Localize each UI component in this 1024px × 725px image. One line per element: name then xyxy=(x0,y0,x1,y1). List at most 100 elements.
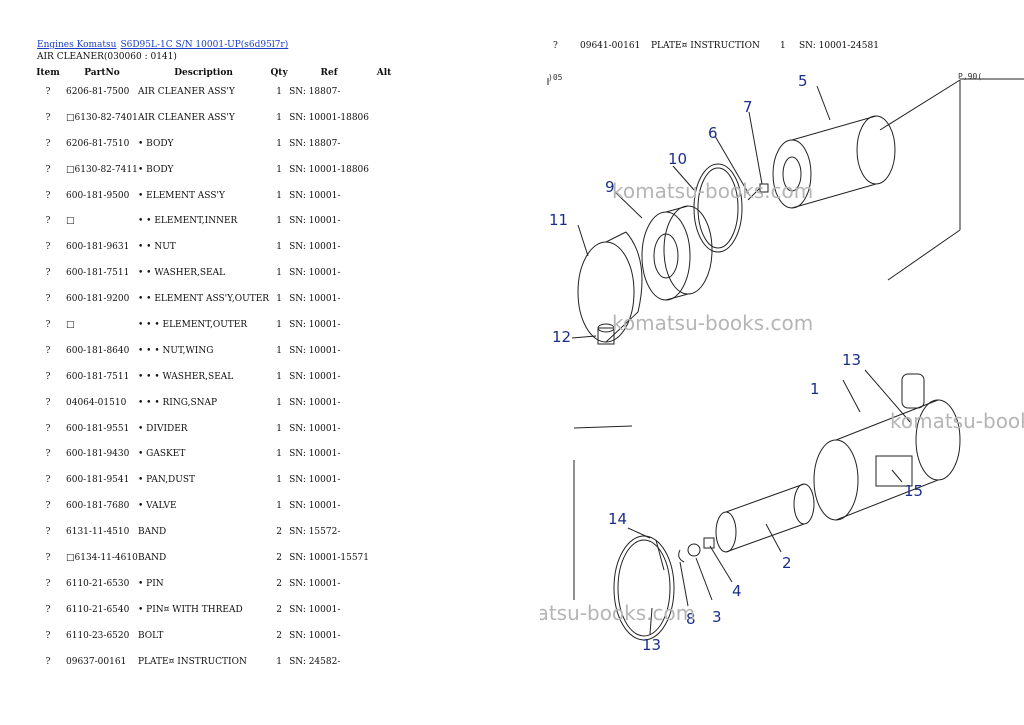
cell-ref: SN: 10001- xyxy=(289,475,341,486)
cell-ref: SN: 10001- xyxy=(289,578,341,589)
drawing-code-left: )05 xyxy=(548,73,563,82)
cell-partno: □ xyxy=(66,216,75,227)
watermark: komatsu-books.com xyxy=(612,179,813,203)
cell-alt xyxy=(369,597,399,623)
cell-alt xyxy=(369,79,399,105)
cell-alt xyxy=(369,649,399,675)
cell-partno: 600-181-9541 xyxy=(66,475,130,486)
cell-qty: 1 xyxy=(276,397,282,408)
cell-partno: 600-181-9200 xyxy=(66,294,130,305)
cell-qty: 1 xyxy=(276,501,282,512)
cell-qty: 2 xyxy=(276,578,282,589)
cell-ref: SN: 10001- xyxy=(289,604,341,615)
cell-item: ? xyxy=(45,268,51,279)
callout-number: 15 xyxy=(904,482,923,500)
breadcrumb-link-model[interactable]: S6D95L-1C S/N 10001-UP(s6d95l7r) xyxy=(120,40,289,50)
breadcrumb-link-engines[interactable]: Engines Komatsu xyxy=(37,40,117,50)
cell-ref: SN: 18807- xyxy=(289,138,341,149)
callout-number: 4 xyxy=(732,582,742,600)
cell-desc: • PIN¤ WITH THREAD xyxy=(138,604,243,615)
callout-number: 9 xyxy=(605,178,615,196)
cell-item: ? xyxy=(45,527,51,538)
cell-ref: SN: 10001- xyxy=(289,630,341,641)
cell-ref: SN: 10001- xyxy=(289,397,341,408)
callout-number: 13 xyxy=(642,636,661,654)
cell-alt xyxy=(369,234,399,260)
cell-desc: • GASKET xyxy=(138,449,186,460)
cell-item: ? xyxy=(45,475,51,486)
table-header-row: Item PartNo Description Qty Ref Alt xyxy=(30,66,399,79)
cell-partno: 600-181-9430 xyxy=(66,449,130,460)
cell-item: ? xyxy=(45,578,51,589)
cell-desc: • VALVE xyxy=(138,501,177,512)
callout-number: 12 xyxy=(552,328,571,346)
cell-ref: SN: 24582- xyxy=(289,656,341,667)
header-item: Item xyxy=(36,67,60,78)
cell-item: ? xyxy=(45,501,51,512)
cell-item: ? xyxy=(45,345,51,356)
callout-number: 3 xyxy=(712,608,722,626)
cell-item: ? xyxy=(45,604,51,615)
cell-partno: 6110-21-6540 xyxy=(66,604,130,615)
cell-alt xyxy=(369,312,399,338)
cell-desc: • BODY xyxy=(138,138,174,149)
parts-table: Item PartNo Description Qty Ref Alt ?620… xyxy=(30,66,399,674)
cell-partno: 09637-00161 xyxy=(66,656,127,667)
cell-item: ? xyxy=(45,319,51,330)
cell-ref: SN: 18807- xyxy=(289,86,341,97)
cell-partno: 600-181-9551 xyxy=(66,423,130,434)
cell-partno: 600-181-9631 xyxy=(66,242,130,253)
cell-ref: SN: 10001- xyxy=(289,371,341,382)
cell-item: ? xyxy=(45,190,51,201)
cell-partno: 6110-23-6520 xyxy=(66,630,130,641)
cell-alt xyxy=(369,260,399,286)
cell-ref: SN: 10001- xyxy=(289,216,341,227)
cell-ref: SN: 10001- xyxy=(289,319,341,330)
cell-desc: BAND xyxy=(138,552,167,563)
cell-partno: 600-181-9500 xyxy=(66,190,130,201)
cell-item: ? xyxy=(45,552,51,563)
cell-alt xyxy=(369,105,399,131)
cell-alt xyxy=(369,519,399,545)
cell-qty: 1 xyxy=(276,294,282,305)
cell-partno: 600-181-7511 xyxy=(66,371,130,382)
cell-ref: SN: 10001- xyxy=(289,294,341,305)
cell-ref: SN: 10001-24581 xyxy=(799,41,879,51)
cell-partno: □ xyxy=(66,319,75,330)
cell-qty: 2 xyxy=(276,552,282,563)
cell-desc: • PAN,DUST xyxy=(138,475,196,486)
cell-desc: • PIN xyxy=(138,578,164,589)
cell-desc: • • • WASHER,SEAL xyxy=(138,371,234,382)
cell-alt xyxy=(369,131,399,157)
cell-desc: • • ELEMENT ASS'Y,OUTER xyxy=(138,294,270,305)
header-alt: Alt xyxy=(376,67,392,78)
cell-partno: 600-181-7680 xyxy=(66,501,130,512)
cell-alt xyxy=(369,286,399,312)
cell-desc: • • NUT xyxy=(138,242,176,253)
cell-qty: 1 xyxy=(276,138,282,149)
cell-qty: 2 xyxy=(276,630,282,641)
cell-description: PLATE¤ INSTRUCTION xyxy=(651,41,760,51)
cell-desc: • • • RING,SNAP xyxy=(138,397,218,408)
callout-number: 8 xyxy=(686,610,696,628)
cell-ref: SN: 10001- xyxy=(289,449,341,460)
cell-desc: BAND xyxy=(138,527,167,538)
cell-partno: 6110-21-6530 xyxy=(66,578,130,589)
callout-number: 7 xyxy=(743,98,753,116)
callout-number: 5 xyxy=(798,72,808,90)
callout-number: 11 xyxy=(549,211,568,229)
cell-ref: SN: 10001- xyxy=(289,190,341,201)
cell-qty: 1 xyxy=(276,242,282,253)
